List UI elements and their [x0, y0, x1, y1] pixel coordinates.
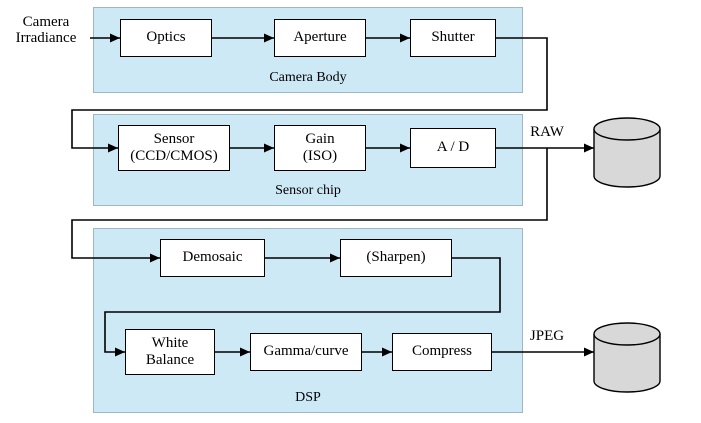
node-demosaic: Demosaic [160, 239, 265, 277]
node-sharpen-label: (Sharpen) [366, 249, 426, 266]
section-dsp: DSP [93, 228, 523, 413]
node-sharpen: (Sharpen) [340, 239, 452, 277]
raw-storage-cylinder-icon [593, 117, 661, 188]
input-label-line2: Irradiance [15, 30, 77, 46]
section-camera-body-label: Camera Body [269, 70, 347, 85]
node-analog-digital: A / D [410, 128, 496, 168]
node-gain-label-line2: (ISO) [302, 148, 338, 164]
raw-output-label: RAW [530, 124, 564, 140]
jpeg-storage-cylinder-icon [593, 322, 661, 393]
node-sensor: Sensor (CCD/CMOS) [118, 125, 230, 171]
node-optics-label: Optics [146, 29, 186, 46]
node-aperture: Aperture [274, 19, 366, 57]
section-dsp-label: DSP [295, 390, 321, 405]
node-white-balance-label-line1: White [151, 334, 189, 351]
node-optics: Optics [120, 19, 212, 57]
input-label-line1: Camera [22, 14, 70, 30]
node-sensor-label-line2: (CCD/CMOS) [130, 148, 218, 164]
node-demosaic-label: Demosaic [182, 249, 243, 266]
node-gamma-curve: Gamma/curve [250, 333, 362, 371]
node-shutter: Shutter [410, 19, 496, 57]
section-sensor-chip-label: Sensor chip [275, 183, 341, 198]
node-analog-digital-label: A / D [436, 139, 470, 156]
input-label: Camera Irradiance [2, 14, 90, 46]
node-aperture-label: Aperture [293, 29, 347, 46]
node-compress-label: Compress [412, 343, 472, 360]
node-gain-label-line1: Gain [305, 130, 335, 147]
node-gamma-curve-label: Gamma/curve [263, 343, 349, 360]
node-white-balance-label-line2: Balance [145, 352, 195, 368]
node-shutter-label: Shutter [431, 29, 475, 46]
node-gain: Gain (ISO) [274, 125, 366, 171]
node-sensor-label-line1: Sensor [153, 130, 195, 147]
node-compress: Compress [392, 333, 492, 371]
jpeg-output-label: JPEG [529, 328, 565, 344]
node-white-balance: White Balance [125, 329, 215, 375]
